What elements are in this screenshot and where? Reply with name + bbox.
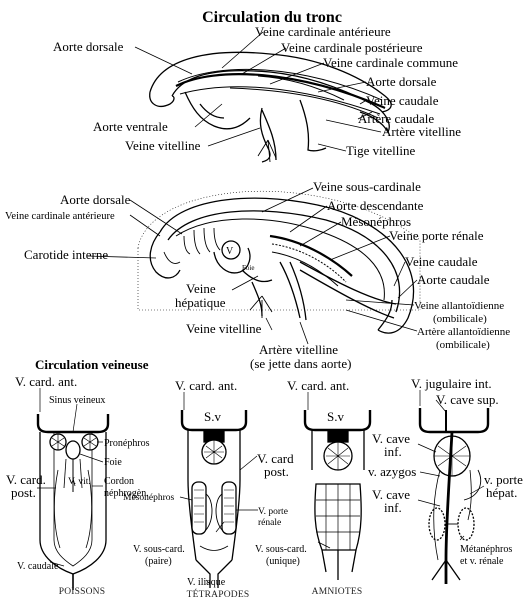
embryo-leader-lines xyxy=(86,187,418,345)
figure-embryo-circulation: V Foie Veine sous-cardinale Aorte dorsal… xyxy=(5,179,510,371)
amniotes-label-sv: S.v xyxy=(327,409,344,424)
tetrapodes-label-v-porte-line2: rénale xyxy=(258,518,281,528)
poissons-label-v-card-ant: V. card. ant. xyxy=(15,374,77,389)
label-veine-hepatique-line2: hépatique xyxy=(175,295,226,310)
mammals-label-metanephros-line1: Métanéphros xyxy=(460,544,512,555)
mammals-label-v-jugulaire: V. jugulaire int. xyxy=(411,376,492,391)
label-veine-cardinale-anterieure-2: Veine cardinale antérieure xyxy=(5,211,115,222)
label-veine-cardinale-anterieure-1: Veine cardinale antérieure xyxy=(255,24,391,39)
amniotes-label-v-sous-card-line2: (unique) xyxy=(266,556,300,567)
poissons-leader-lines xyxy=(37,388,104,567)
poissons-label-sinus-veineux: Sinus veineux xyxy=(49,395,105,406)
label-aorte-dorsale-2: Aorte dorsale xyxy=(60,192,131,207)
label-veine-cardinale-posterieure: Veine cardinale postérieure xyxy=(281,40,423,55)
poissons-drawing xyxy=(36,414,110,590)
poissons-label-v-card-post-line2: post. xyxy=(11,485,36,500)
tetrapodes-label-v-card-post-line2: post. xyxy=(264,464,289,479)
label-foie-small: Foie xyxy=(242,264,254,272)
mammals-label-v-cave-sup: V. cave sup. xyxy=(436,392,499,407)
amniotes-label-v-sous-card-line1: V. sous-card. xyxy=(255,544,307,555)
embryo-body-drawing xyxy=(149,197,415,334)
amniotes-caption: AMNIOTES xyxy=(312,587,363,597)
tetrapodes-label-v-porte-line1: V. porte xyxy=(258,507,288,517)
label-artere-vitelline-2-line2: (se jette dans aorte) xyxy=(250,356,351,371)
label-veine-cardinale-commune: Veine cardinale commune xyxy=(323,55,458,70)
mammals-label-v-cave-inf-line1: V. cave xyxy=(372,431,410,446)
tetrapodes-label-v-card-ant: V. card. ant. xyxy=(175,378,237,393)
panel-amniotes: V. card. ant. S.v V. sous-card. (unique)… xyxy=(255,378,372,597)
mammals-label-v-azygos: v. azygos xyxy=(368,464,416,479)
mammals-drawing xyxy=(418,408,490,584)
poissons-caption: POISSONS xyxy=(59,587,105,597)
mammals-label-v-cave-inf2-line1: V. cave xyxy=(372,487,410,502)
tetrapodes-label-v-sous-card-line2: (paire) xyxy=(145,556,172,567)
label-veine-vitelline-1: Veine vitelline xyxy=(125,138,201,153)
label-veine-hepatique-line1: Veine xyxy=(186,281,216,296)
label-veine-sous-cardinale: Veine sous-cardinale xyxy=(313,179,421,194)
figure-venous-circulation: Circulation veineuse xyxy=(6,357,523,600)
figure-trunk-circulation: Circulation du tronc xyxy=(53,9,461,163)
mammals-label-metanephros-line2: et v. rénale xyxy=(460,556,504,567)
label-veine-porte-renale: Veine porte rénale xyxy=(389,228,484,243)
label-artere-vitelline-1: Artère vitelline xyxy=(382,124,461,139)
mammals-label-v-porte-line1: v. porte xyxy=(484,472,523,487)
label-tige-vitelline: Tige vitelline xyxy=(346,143,415,158)
label-artere-allantoidienne-line2: (ombilicale) xyxy=(436,339,490,351)
tetrapodes-label-sv: S.v xyxy=(204,409,221,424)
mammals-leader-lines xyxy=(417,390,485,541)
panel-tetrapodes: V. card. ant. S.v V. card post. Mésonéph… xyxy=(123,378,294,600)
label-veine-vitelline-2: Veine vitelline xyxy=(186,321,262,336)
label-veine-allantoidienne-line2: (ombilicale) xyxy=(433,313,487,325)
tetrapodes-label-mesonephros: Mésonéphros xyxy=(123,493,174,503)
label-carotide-interne: Carotide interne xyxy=(24,247,108,262)
label-mesonephros-2: Mésonéphros xyxy=(341,214,411,229)
label-aorte-ventrale: Aorte ventrale xyxy=(93,119,168,134)
label-veine-caudale-1: Veine caudale xyxy=(366,93,439,108)
label-artere-allantoidienne-line1: Artère allantoïdienne xyxy=(417,326,510,338)
tetrapodes-leader-lines xyxy=(179,392,258,585)
label-aorte-dorsale-1-right: Aorte dorsale xyxy=(366,74,437,89)
tetrapodes-caption: TÉTRAPODES xyxy=(187,588,250,600)
embryo-extraembryonic-outline xyxy=(137,190,421,311)
tetrapodes-label-v-iliaque: V. iliaque xyxy=(187,577,226,588)
amniotes-leader-lines xyxy=(307,392,331,549)
label-heart-v: V xyxy=(226,246,234,257)
poissons-label-foie: Foie xyxy=(104,457,122,468)
mammals-label-v-cave-inf-line2: inf. xyxy=(384,444,402,459)
tetrapodes-drawing xyxy=(180,410,248,588)
poissons-label-v-vit: V. vit. xyxy=(68,477,91,487)
mammals-label-v-cave-inf2-line2: inf. xyxy=(384,500,402,515)
panel-poissons: V. card. ant. Sinus veineux Pronéphros F… xyxy=(6,374,150,597)
tetrapodes-label-v-sous-card-line1: V. sous-card. xyxy=(133,544,185,555)
label-artere-vitelline-2-line1: Artère vitelline xyxy=(259,342,338,357)
trunk-leader-lines xyxy=(134,31,382,152)
label-aorte-descendante: Aorte descendante xyxy=(327,198,424,213)
label-aorte-caudale: Aorte caudale xyxy=(417,272,490,287)
poissons-label-cordon-line1: Cordon xyxy=(104,476,134,487)
label-aorte-dorsale-1-left: Aorte dorsale xyxy=(53,39,124,54)
tetrapodes-label-v-card-post-line1: V. card xyxy=(257,451,294,466)
figure3-title: Circulation veineuse xyxy=(35,357,149,372)
figure1-title: Circulation du tronc xyxy=(202,9,342,26)
poissons-label-pronephros: Pronéphros xyxy=(104,438,150,449)
label-veine-allantoidienne-line1: Veine allantoïdienne xyxy=(414,300,504,312)
panel-mammals: V. jugulaire int. V. cave sup. V. cave i… xyxy=(368,376,523,584)
label-veine-caudale-2: Veine caudale xyxy=(405,254,478,269)
label-artere-caudale: Artère caudale xyxy=(358,111,434,126)
poissons-label-v-card-post-line1: V. card. xyxy=(6,472,46,487)
poissons-label-v-caudale: V. caudale xyxy=(17,561,59,572)
amniotes-label-v-card-ant: V. card. ant. xyxy=(287,378,349,393)
poissons-label-cordon-line2: néphrogèn. xyxy=(104,488,149,499)
mammals-label-v-porte-line2: hépat. xyxy=(486,485,517,500)
amniotes-drawing xyxy=(303,410,372,580)
